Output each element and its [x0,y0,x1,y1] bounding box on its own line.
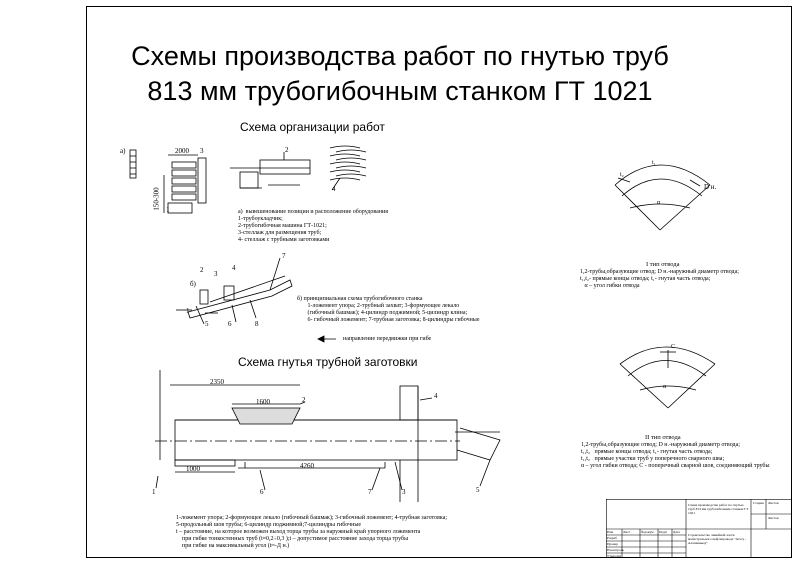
stamp-col4: Подп [659,530,667,534]
direction-arrow [317,335,336,343]
stamp-col3: №докум [641,530,654,534]
stamp-col5: Дата [673,530,680,534]
stamp-role1: Разраб [607,536,617,540]
type1-caption: 1,2-трубы,образующие отвод; D н.-наружны… [580,269,739,289]
scheme-blank-heading: Схема гнутья трубной заготовки [238,355,418,369]
bend-label-5: 5 [205,320,209,328]
label-a: а) [120,147,126,155]
dim-1000: 1000 [186,465,200,473]
type1-alpha: α [657,200,661,206]
bend-label-8: 8 [255,320,259,328]
blank-label-5: 5 [476,486,480,494]
dim-2000: 2000 [175,147,189,155]
pipe-blank-schematic [155,370,501,502]
org-label-1: 1 [166,206,170,214]
type2-heading: II тип отвода [645,434,681,441]
stamp-col2: Лист [623,530,631,534]
type1-bend [614,164,711,231]
stamp-role4: Утвердил [607,554,622,558]
org-label-4: 4 [332,185,336,193]
blank-label-3: 3 [402,488,406,496]
org-label-2: 2 [285,146,289,154]
drawing-frame [86,6,792,558]
type2-c: C [671,344,676,350]
scheme-org-caption: а) вывешенование позиции и расположение … [238,209,388,243]
dim-1600: 1600 [256,398,270,406]
stamp-doc-title: Схема производства работ по гнутью труб … [688,503,749,515]
type2-caption: 1,2-трубы,образующие отвод; D н.-наружны… [581,442,770,469]
bend-label-4: 4 [232,264,236,272]
blank-label-1: 1 [152,488,156,496]
stamp-role2: Провер [607,542,618,546]
title-line-1: Схемы производства работ по гнутью труб [131,41,669,71]
type1-dn: D н. [704,183,717,191]
stamp-sheet: Листов [768,501,779,505]
direction-caption: направление передвижки при гибе [343,336,432,342]
title-block: Схема производства работ по гнутью труб … [606,499,792,558]
rack-left [129,149,137,179]
type1-t1: t₁ [652,160,656,166]
stamp-sheets: Листов [768,516,779,520]
scheme-org-heading: Схема организации работ [240,120,385,134]
dim-2350: 2350 [210,378,224,386]
pipe-rack-stack [163,154,207,214]
dim-4260: 4260 [300,462,314,470]
bend-label-2: 2 [200,266,204,274]
stamp-stage: Стадия [753,501,764,505]
title-line-2: 813 мм трубогибочным станком ГТ 1021 [147,76,653,106]
blank-label-4: 4 [434,392,438,400]
scheme-bend-caption: б) принципиальная схема трубогибочного с… [297,296,480,323]
bend-label-7: 7 [282,252,286,260]
stamp-org: Строительство линейной части магистральн… [688,533,747,545]
bend-label-6: 6 [228,320,232,328]
dim-150-300: 150-300 [152,187,161,211]
scheme-blank-legend: 1-ложемент упора; 2-формующее лекало (ги… [176,515,448,549]
type2-alpha: α [663,384,667,390]
blank-label-6: 6 [260,488,264,496]
type2-bend [619,346,716,409]
stamp-col1: Изм [607,530,614,534]
org-label-3: 3 [200,147,204,155]
type1-heading: I тип отвода [646,261,680,268]
blank-label-2: 2 [302,396,306,404]
type1-t2: t₂ [620,172,624,178]
bend-label-1: 1 [186,307,190,315]
pipe-bending-machine-plan [230,152,311,189]
bend-label-3: 3 [214,270,218,278]
pipe-blanks-stack [329,145,367,191]
label-b: б) [190,280,196,288]
blank-label-7: 7 [368,488,372,496]
stamp-role3: Н.контроль [607,548,624,552]
bending-machine-schematic [176,257,293,325]
